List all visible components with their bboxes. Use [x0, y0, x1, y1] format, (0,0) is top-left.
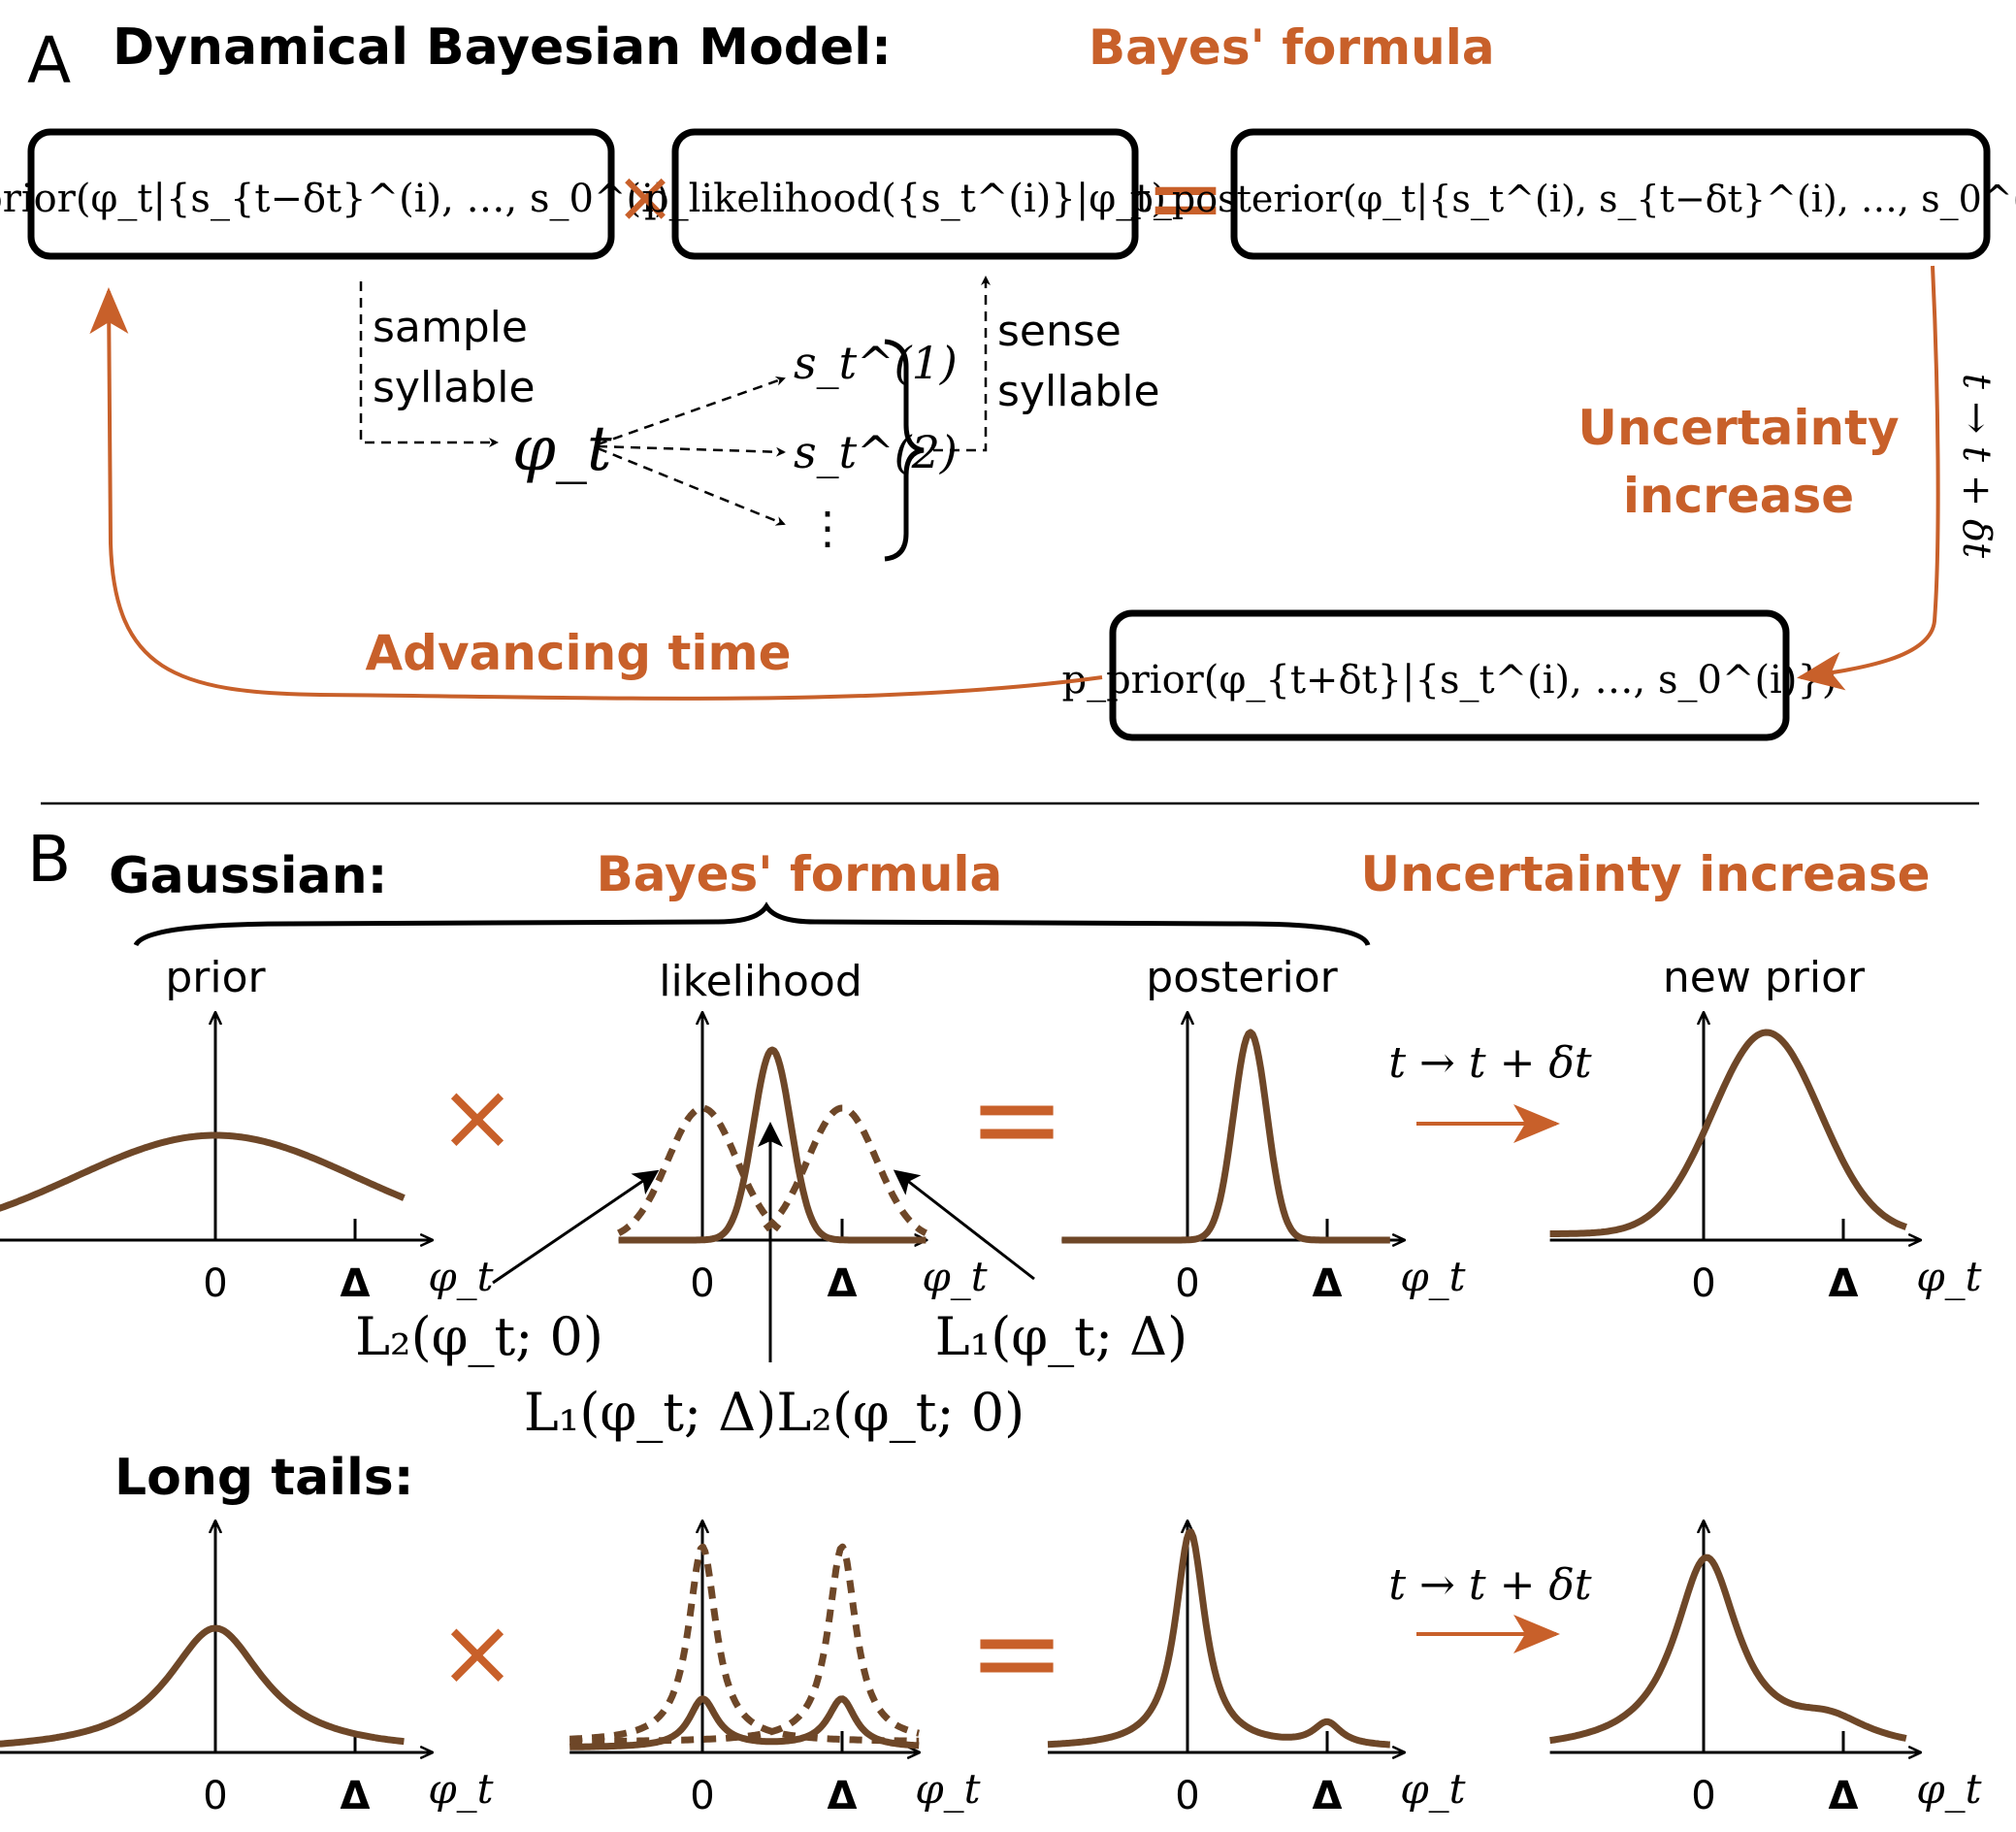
equals-symbol-gaussian: = — [968, 1052, 1066, 1187]
prior-box: p_prior(φ_t|{s_{t−δt}^(i), …, s_0^(i)}) — [0, 128, 709, 260]
column-title-new-prior: new prior — [1663, 953, 1866, 1002]
prior-box-label: p_prior(φ_t|{s_{t−δt}^(i), …, s_0^(i)}) — [0, 177, 709, 221]
longtail-prior-tick-delta: Δ — [341, 1774, 371, 1818]
longtail-posterior-tick-delta: Δ — [1313, 1774, 1343, 1818]
posterior-box: p_posterior(φ_t|{s_t^(i), s_{t−δt}^(i), … — [1130, 128, 2016, 260]
longtail-likelihood-tick-delta: Δ — [828, 1774, 858, 1818]
longtail-posterior-curve — [1046, 1528, 1392, 1749]
gaussian-new-prior-curve — [1548, 1029, 1907, 1237]
uncertainty-label-line2: increase — [1623, 468, 1854, 524]
phase-symbol: φ_t — [512, 413, 612, 485]
gaussian-prior-curve — [0, 1131, 406, 1212]
gaussian-posterior-tick-zero: 0 — [1175, 1261, 1199, 1306]
panel-a-title: Dynamical Bayesian Model: — [113, 18, 892, 77]
gaussian-new-prior-tick-delta: Δ — [1829, 1261, 1859, 1306]
longtail-posterior-axis-label: φ_t — [1400, 1765, 1465, 1813]
time-step-label-gaussian: t → t + δt — [1388, 1038, 1592, 1088]
gaussian-likelihood-axis-label: φ_t — [922, 1253, 987, 1300]
likelihood-box: p_likelihood({s_t^(i)}|φ_t) — [644, 128, 1166, 260]
sample-s1: s_t^(1) — [794, 337, 958, 389]
time-step-label-a: t → t + δt — [1954, 374, 1999, 559]
likelihood-box-label: p_likelihood({s_t^(i)}|φ_t) — [644, 177, 1166, 221]
longtail-posterior-tick-zero: 0 — [1175, 1774, 1199, 1818]
panel-b-letter: B — [27, 822, 71, 897]
advancing-time-arrow: Advancing time — [89, 287, 1103, 701]
gaussian-label: Gaussian: — [109, 847, 387, 905]
longtail-l1-curve — [569, 1543, 921, 1746]
sample-dots: ⋮ — [805, 502, 850, 554]
panel-b: B Gaussian: Bayes' formula Uncertainty i… — [0, 822, 1982, 1818]
longtail-prior-curve — [0, 1624, 406, 1748]
gaussian-l2-curve — [616, 1104, 782, 1236]
column-title-posterior: posterior — [1146, 953, 1338, 1002]
longtail-likelihood-tick-zero: 0 — [690, 1774, 714, 1818]
advancing-time-label: Advancing time — [365, 625, 791, 681]
bayes-formula-label-a: Bayes' formula — [1089, 19, 1495, 76]
column-title-prior: prior — [165, 953, 266, 1002]
sense-label-line1: sense — [997, 307, 1122, 356]
times-symbol-gaussian: × — [439, 1063, 516, 1171]
time-step-label-long-tails: t → t + δt — [1388, 1560, 1592, 1610]
equals-symbol-a: = — [1145, 141, 1226, 254]
longtail-new-prior-tick-zero: 0 — [1691, 1774, 1715, 1818]
longtail-prior-tick-zero: 0 — [203, 1774, 227, 1818]
sample-brace — [884, 339, 925, 562]
likelihood-annotations: L₂(φ_t; 0) L₁(φ_t; Δ) L₁(φ_t; Δ)L₂(φ_t; … — [355, 1122, 1188, 1443]
longtail-new-prior-tick-delta: Δ — [1829, 1774, 1859, 1818]
new-prior-box: p_prior(φ_{t+δt}|{s_t^(i), …, s_0^(i)}) — [1061, 609, 1837, 741]
sample-label-line1: sample — [373, 303, 528, 352]
gaussian-prior-tick-delta: Δ — [341, 1261, 371, 1306]
longtail-new-prior-axis-label: φ_t — [1916, 1765, 1981, 1813]
uncertainty-arrow: Uncertainty increase t → t + δt — [1577, 265, 1999, 691]
annotation-l1: L₁(φ_t; Δ) — [935, 1306, 1188, 1367]
gaussian-posterior-tick-delta: Δ — [1313, 1261, 1343, 1306]
sample-s2: s_t^(2) — [794, 426, 958, 478]
longtail-new-prior-curve — [1548, 1554, 1907, 1745]
bayes-brace — [133, 901, 1371, 947]
longtail-l2-curve — [569, 1543, 921, 1745]
uncertainty-increase-label-b: Uncertainty increase — [1360, 846, 1930, 902]
gaussian-posterior-curve — [1060, 1029, 1392, 1244]
longtail-likelihood-axis-label: φ_t — [915, 1765, 980, 1813]
bayes-formula-label-b: Bayes' formula — [597, 846, 1003, 902]
gaussian-prior-axis-label: φ_t — [428, 1253, 493, 1300]
longtail-product-curve — [569, 1695, 921, 1750]
annotation-product: L₁(φ_t; Δ)L₂(φ_t; 0) — [524, 1382, 1024, 1443]
times-symbol-long-tails: × — [439, 1598, 516, 1707]
gaussian-product-curve — [617, 1046, 927, 1244]
gaussian-new-prior-tick-zero: 0 — [1691, 1261, 1715, 1306]
gaussian-likelihood-tick-zero: 0 — [690, 1261, 714, 1306]
panel-a: A Dynamical Bayesian Model: Bayes' formu… — [0, 18, 2016, 741]
sense-label-line2: syllable — [997, 367, 1160, 416]
uncertainty-label-line1: Uncertainty — [1577, 400, 1899, 456]
posterior-box-label: p_posterior(φ_t|{s_t^(i), s_{t−δt}^(i), … — [1130, 178, 2016, 221]
times-symbol-a: × — [615, 155, 675, 239]
long-tails-label: Long tails: — [114, 1449, 414, 1507]
panel-a-letter: A — [27, 23, 71, 98]
longtail-prior-axis-label: φ_t — [428, 1765, 493, 1813]
sampling-sketch: sample syllable φ_t s_t^(1) s_t^(2) ⋮ se… — [359, 276, 1160, 562]
annotation-l2: L₂(φ_t; 0) — [355, 1306, 603, 1367]
gaussian-likelihood-tick-delta: Δ — [828, 1261, 858, 1306]
sample-label-line2: syllable — [373, 363, 536, 412]
column-title-likelihood: likelihood — [659, 957, 862, 1006]
gaussian-new-prior-axis-label: φ_t — [1916, 1253, 1981, 1300]
new-prior-box-label: p_prior(φ_{t+δt}|{s_t^(i), …, s_0^(i)}) — [1061, 658, 1837, 703]
gaussian-posterior-axis-label: φ_t — [1400, 1253, 1465, 1300]
equals-symbol-long-tails: = — [968, 1586, 1066, 1720]
gaussian-prior-tick-zero: 0 — [203, 1261, 227, 1306]
